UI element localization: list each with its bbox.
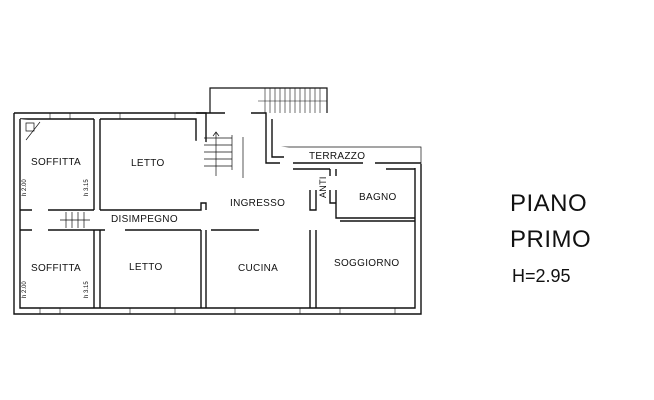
room-label-cucina: CUCINA (238, 263, 279, 274)
room-label-terrazzo: TERRAZZO (309, 151, 366, 162)
corridor-stair (60, 212, 90, 228)
height-note-soffitta-top-high: h 3.15 (84, 179, 90, 196)
room-label-soffitta-bottom: SOFFITTA (31, 263, 81, 274)
height-note-soffitta-top-low: h 2.00 (22, 179, 28, 196)
floor-title-line1: PIANO (510, 190, 588, 217)
room-label-bagno: BAGNO (359, 192, 397, 203)
external-stair-outline (209, 87, 328, 113)
floor-title-line2: PRIMO (510, 226, 592, 253)
room-label-anti: ANTI (318, 176, 328, 198)
room-label-ingresso: INGRESSO (230, 198, 286, 209)
room-label-letto-bottom: LETTO (129, 262, 163, 273)
room-label-disimpegno: DISIMPEGNO (111, 214, 178, 225)
internal-stair (204, 131, 244, 178)
room-label-soggiorno: SOGGIORNO (334, 258, 400, 269)
attic-hatch (25, 121, 41, 141)
height-note-soffitta-bottom-low: h 2.00 (22, 281, 28, 298)
room-label-soffitta-top: SOFFITTA (31, 157, 81, 168)
height-note-soffitta-bottom-high: h 3.15 (84, 281, 90, 298)
floor-height: H=2.95 (512, 266, 571, 286)
room-label-letto-top: LETTO (131, 158, 165, 169)
terrace-outline (265, 146, 422, 168)
external-stair-treads (258, 88, 327, 113)
